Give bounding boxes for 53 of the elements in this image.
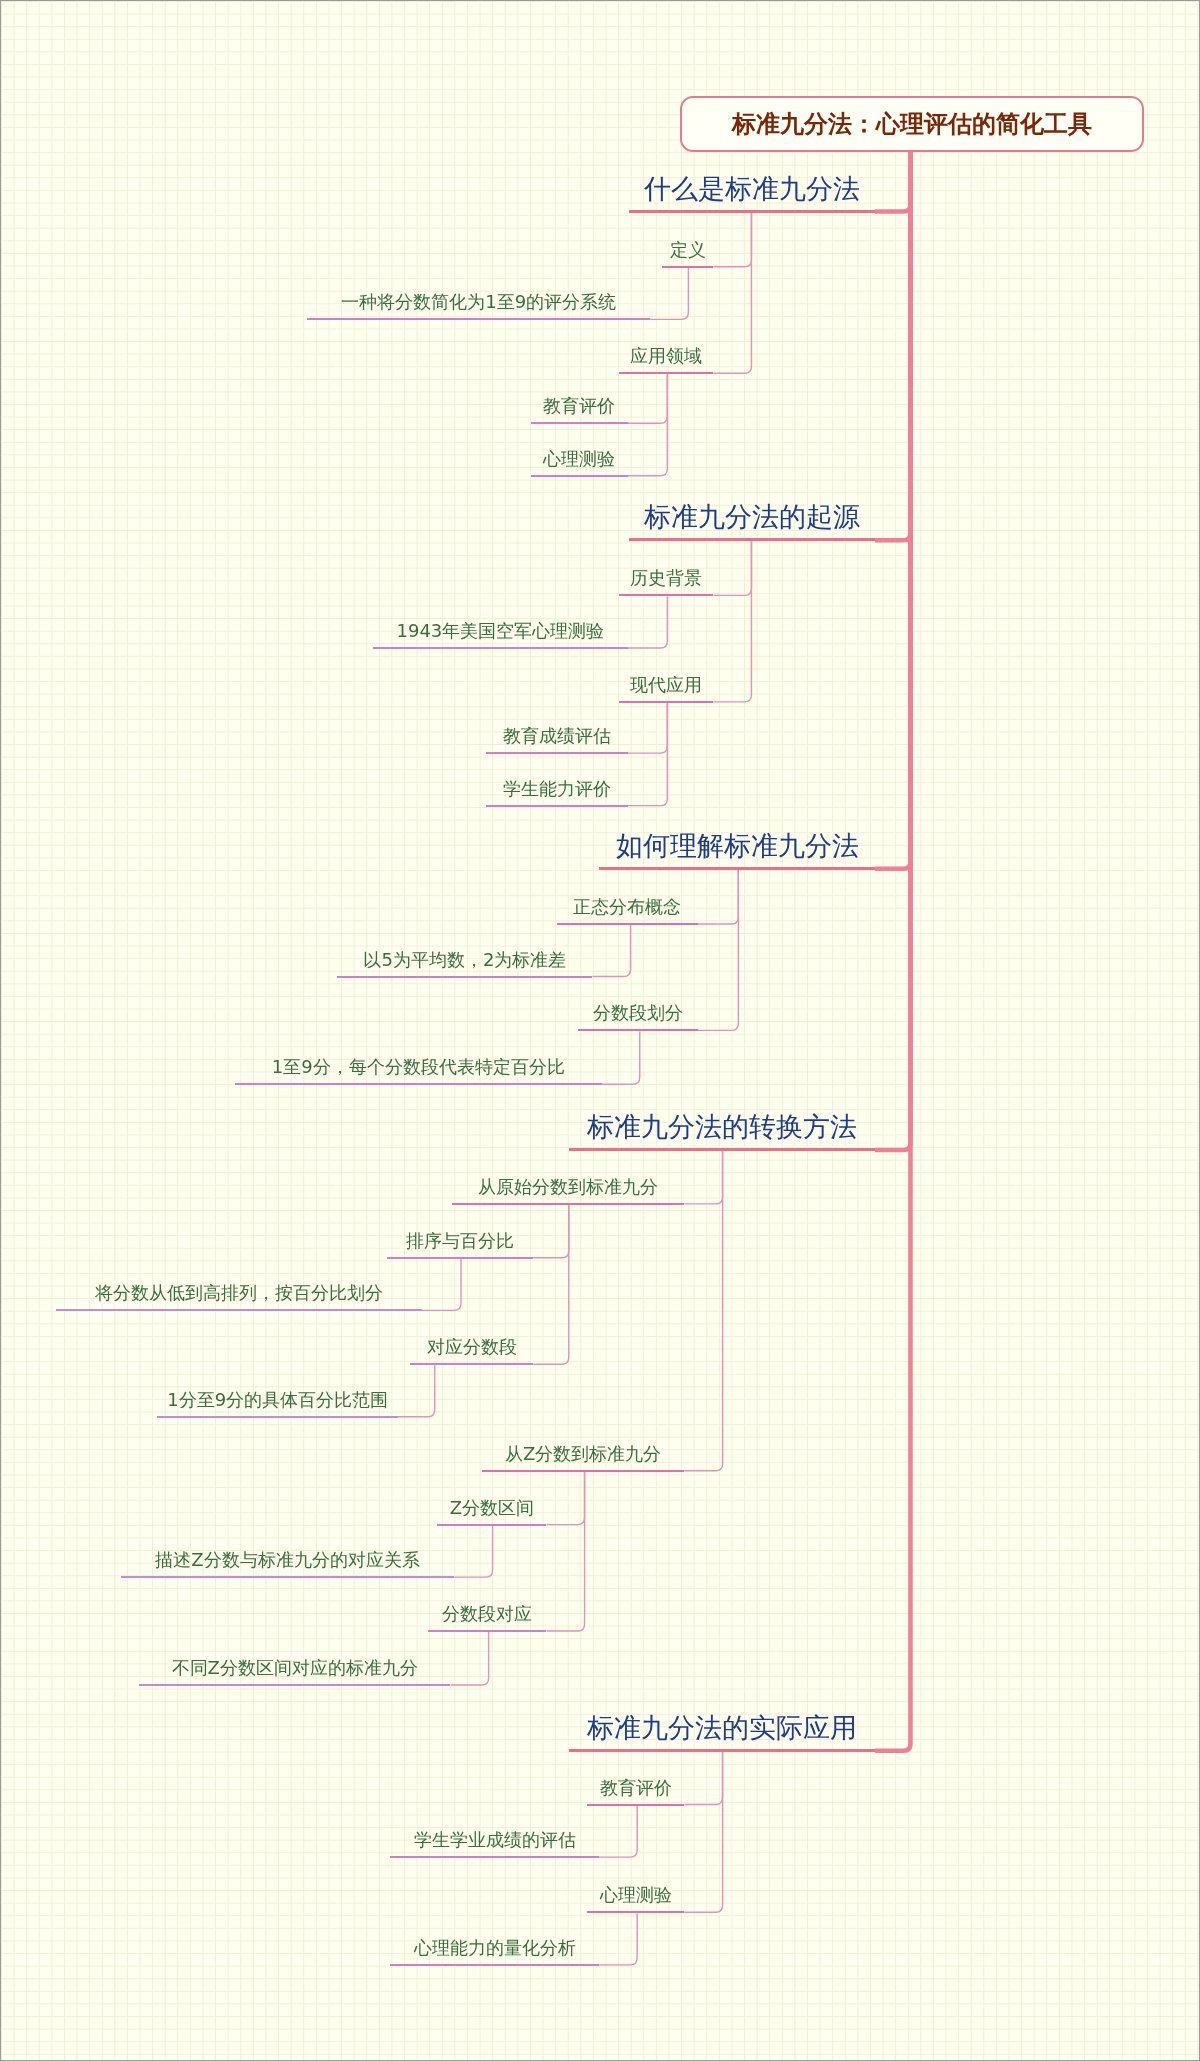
subtopic: 分数段对应	[428, 1602, 547, 1633]
subtopic: 历史背景	[618, 566, 714, 597]
subtopic: 正态分布概念	[556, 894, 698, 925]
branch-connector	[696, 869, 740, 1032]
branch-connector	[600, 1030, 641, 1085]
subtopic: 定义	[662, 237, 714, 268]
branch-connector	[683, 1750, 724, 1913]
subtopic: 排序与百分比	[387, 1228, 534, 1259]
subtopic: 教育成绩评估	[485, 724, 628, 755]
branch-connector	[627, 702, 669, 807]
branch-connector	[397, 1364, 436, 1418]
subtopic: Z分数区间	[437, 1495, 547, 1526]
subtopic: 不同Z分数区间对应的标准九分	[139, 1655, 451, 1686]
subtopic: 教育评价	[530, 394, 628, 425]
central-topic-box: 标准九分法：心理评估的简化工具	[680, 95, 1145, 153]
branch-connector	[598, 1804, 638, 1858]
main-branch-topic: 标准九分法的转换方法	[568, 1107, 875, 1151]
subtopic: 学生能力评价	[485, 776, 628, 807]
subtopic: 描述Z分数与标准九分的对应关系	[120, 1548, 455, 1579]
branch-connector	[532, 1204, 570, 1365]
subtopic: 现代应用	[618, 672, 714, 703]
main-branch-topic: 什么是标准九分法	[629, 168, 875, 213]
subtopic: 心理能力的量化分析	[390, 1935, 599, 1966]
subtopic: 心理测验	[530, 446, 628, 477]
branch-connector	[627, 595, 669, 649]
branch-connector	[420, 1258, 462, 1312]
subtopic: 从Z分数到标准九分	[482, 1441, 685, 1472]
subtopic: 1至9分，每个分数段代表特定百分比	[234, 1055, 602, 1086]
subtopic: 以5为平均数，2为标准差	[337, 947, 593, 978]
branch-connector	[591, 924, 632, 978]
subtopic: 学生学业成绩的评估	[390, 1828, 599, 1859]
subtopic: 1943年美国空军心理测验	[372, 618, 628, 649]
main-branch-topic: 如何理解标准九分法	[599, 825, 875, 870]
branch-connector	[598, 1912, 638, 1966]
subtopic: 从原始分数到标准九分	[451, 1174, 685, 1205]
subtopic: 分数段划分	[577, 1001, 698, 1032]
branch-connector	[683, 1150, 724, 1472]
main-branch-topic: 标准九分法的实际应用	[568, 1707, 875, 1752]
branch-connector	[449, 1631, 490, 1686]
subtopic: 1分至9分的具体百分比范围	[157, 1387, 398, 1418]
subtopic: 对应分数段	[409, 1335, 534, 1366]
branch-connector	[649, 267, 690, 321]
subtopic: 将分数从低到高排列，按百分比划分	[56, 1281, 422, 1312]
main-branch-topic: 标准九分法的起源	[629, 497, 875, 542]
branch-connector	[712, 211, 753, 374]
subtopic: 应用领域	[618, 344, 714, 375]
branch-connector	[712, 540, 753, 703]
subtopic: 教育评价	[587, 1775, 685, 1806]
branch-connector	[627, 373, 669, 477]
subtopic: 一种将分数简化为1至9的评分系统	[307, 290, 651, 321]
subtopic: 心理测验	[587, 1883, 685, 1914]
branch-connector	[453, 1524, 494, 1578]
branch-connector	[545, 1471, 586, 1632]
